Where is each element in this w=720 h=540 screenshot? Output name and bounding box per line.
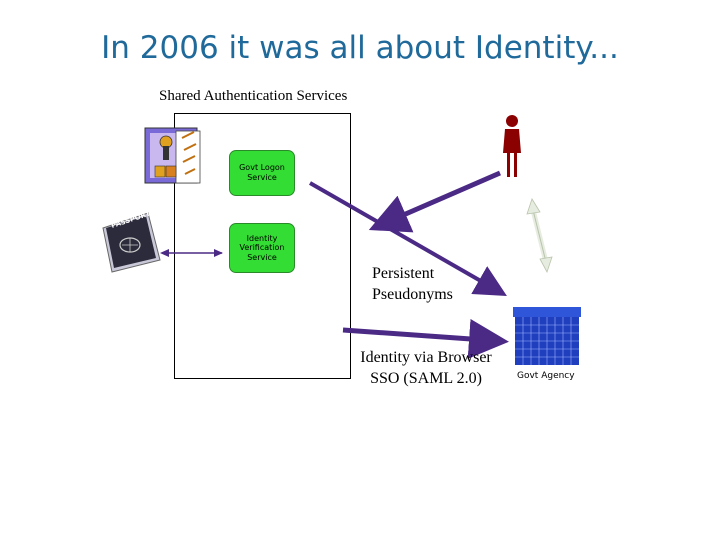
building-icon — [513, 307, 581, 365]
saml-line1: Identity via Browser — [360, 349, 492, 366]
slide-title: In 2006 it was all about Identity... — [101, 30, 619, 66]
govt-agency-label: Govt Agency — [517, 371, 575, 381]
passport-icon: PASSPORT — [102, 210, 161, 273]
services-to-agency-arrow — [309, 181, 507, 296]
lock-key-icon — [144, 127, 201, 184]
persistent-pseudonyms-label: Persistent Pseudonyms — [372, 263, 453, 305]
saml-line2: SSO (SAML 2.0) — [370, 370, 482, 387]
govt-logon-service: Govt Logon Service — [229, 150, 295, 196]
identity-verification-service: Identity Verification Service — [229, 223, 295, 273]
person-agency-double-arrow — [526, 198, 553, 274]
person-icon — [503, 115, 521, 177]
persistent-pseudonyms-line2: Pseudonyms — [372, 286, 453, 303]
shared-services-label: Shared Authentication Services — [159, 88, 348, 104]
persistent-pseudonyms-line1: Persistent — [372, 265, 435, 282]
saml-arrow — [342, 318, 509, 359]
saml-label: Identity via Browser SSO (SAML 2.0) — [350, 347, 502, 389]
person-to-services-arrow — [368, 170, 501, 233]
